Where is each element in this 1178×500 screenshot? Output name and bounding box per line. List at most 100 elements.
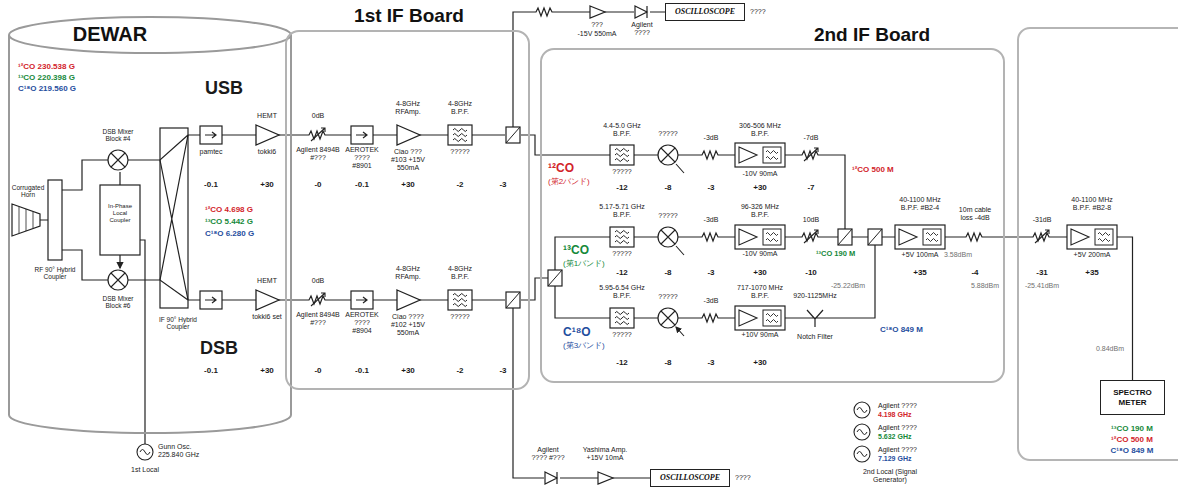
combiner-symbol — [868, 229, 882, 245]
horn-corrugation — [19, 207, 33, 233]
gain-value: -4 — [971, 268, 978, 277]
component-label: AEROTEK ???? #8904 — [344, 311, 380, 335]
component-label: Gunn Osc. 225.840 GHz — [158, 443, 213, 459]
gain-value: -3 — [707, 358, 714, 367]
gain-value: -8 — [664, 183, 671, 192]
component-label: 5.88dBm — [971, 282, 999, 290]
amplifier-filter-symbol — [735, 143, 785, 167]
component-label: ¹²CO 4.698 G — [205, 205, 253, 214]
component-label: C¹⁸O 849 M — [880, 325, 923, 334]
component-label: Agilent ???? — [878, 446, 917, 454]
signal-generator-symbol — [854, 402, 870, 418]
component-label: ????? — [612, 250, 631, 258]
gain-value: -10V 90mA — [742, 250, 777, 258]
gain-value: -0.1 — [355, 366, 369, 375]
gain-value: -12 — [616, 358, 628, 367]
signal-generator-symbol — [854, 424, 870, 440]
filter-symbol — [610, 227, 634, 247]
component-label: 4.4-5.0 GHz B.P.F. — [600, 122, 644, 138]
component-label: 4-8GHz RFAmp. — [388, 265, 428, 281]
component-label: Agilent ???? — [878, 424, 917, 432]
resistor-symbol — [698, 149, 724, 161]
component-label: Notch Filter — [797, 333, 833, 341]
filter-symbol — [610, 308, 634, 328]
filter-symbol — [448, 290, 472, 310]
component-label: DSB Mixer Block #6 — [98, 295, 138, 310]
component-label: 4-8GHz B.P.F. — [442, 265, 478, 281]
component-label: Yashima Amp. +15V 10mA — [580, 446, 630, 462]
component-label: 2nd Local (Signal Generator) — [855, 468, 925, 484]
signal-connector — [1005, 237, 1133, 380]
component-label: 96-326 MHz B.P.F. — [735, 203, 785, 219]
resistor-symbol — [698, 231, 724, 243]
component-label: (第3バンド) — [563, 341, 605, 350]
gain-value: -15V 550mA — [578, 30, 617, 38]
component-label: DSB — [200, 338, 238, 359]
signal-connector — [513, 390, 650, 478]
isolator-symbol — [351, 291, 373, 309]
signal-wiring — [188, 30, 1005, 390]
gain-value: -2 — [456, 366, 463, 375]
amplifier-filter-symbol — [735, 306, 785, 330]
component-label: ¹³CO — [563, 244, 589, 258]
horn-symbol — [12, 204, 40, 236]
splitter-symbol — [506, 127, 520, 143]
component-label: ??? — [591, 21, 603, 29]
attenuator-symbol — [798, 148, 824, 162]
component-label: 3.58dBm — [944, 251, 972, 259]
local-coupler-symbol — [100, 185, 140, 255]
filter-symbol — [610, 145, 634, 165]
component-label: 5.632 GHz — [878, 433, 911, 441]
component-label: 0dB — [312, 277, 324, 285]
spectrometer-panel — [1018, 28, 1178, 460]
component-label: C¹⁸O 6.280 G — [205, 229, 254, 238]
gain-value: -3dB — [704, 216, 719, 224]
component-label: 306-506 MHz B.P.F. — [735, 122, 785, 138]
amplifier-symbol — [598, 472, 613, 484]
component-label: 10m cable loss -4dB — [952, 206, 998, 222]
component-label: 0dB — [312, 112, 324, 120]
gain-value: -3 — [707, 183, 714, 192]
group-title: DEWAR — [71, 23, 149, 46]
gain-value: -0 — [314, 180, 321, 189]
component-label: 5.17-5.71 GHz B.P.F. — [597, 203, 647, 219]
device-name: SPECTRO METER — [1108, 388, 1158, 406]
gain-value: -10 — [805, 268, 817, 277]
component-label: tokki6 — [258, 148, 276, 156]
component-label: 5.95-6.54 GHz B.P.F. — [597, 284, 647, 300]
if-hybrid-symbol — [160, 128, 188, 308]
detector-symbol — [634, 5, 650, 19]
amplifier-symbol — [397, 290, 420, 310]
component-label: ????? — [658, 293, 677, 301]
gain-value: -12 — [616, 183, 628, 192]
gain-value: +35 — [1085, 268, 1099, 277]
attenuator-symbol — [798, 230, 824, 244]
oscilloscope-box: OSCILLOSCOPE — [650, 469, 730, 487]
component-label: 4-8GHz B.P.F. — [442, 100, 478, 116]
component-label: tokki6 set — [252, 313, 282, 321]
component-label: ¹²CO 230.538 G — [18, 62, 75, 71]
component-label: HEMT — [257, 112, 277, 120]
rf-hybrid-symbol — [48, 180, 62, 260]
component-label: Agilent ???? — [626, 21, 658, 37]
mixer-symbol — [658, 227, 678, 247]
isolator-symbol — [351, 126, 373, 144]
component-label: ¹³CO 190 M — [816, 250, 855, 259]
resistor-symbol — [532, 6, 558, 18]
component-label: 920-1125MHz — [793, 292, 836, 300]
component-label: ¹³CO 220.398 G — [18, 73, 75, 82]
attenuator-symbol — [305, 293, 331, 307]
component-label: ¹³CO 190 M — [1111, 424, 1153, 433]
component-label: ???? — [735, 474, 751, 482]
component-label: ????? — [612, 331, 631, 339]
mixer-symbol — [108, 150, 128, 170]
component-label: C¹⁸O — [563, 326, 591, 340]
spectrometer-box: SPECTRO METER — [1100, 380, 1165, 415]
gain-value: -7 — [807, 183, 814, 192]
component-label: Agilent 8494B #??? — [295, 311, 341, 327]
component-label: 40-1100 MHz B.P.F. #B2-8 — [1064, 196, 1120, 212]
gain-value: -7dB — [804, 134, 819, 142]
local-feed-arrow — [676, 164, 684, 336]
